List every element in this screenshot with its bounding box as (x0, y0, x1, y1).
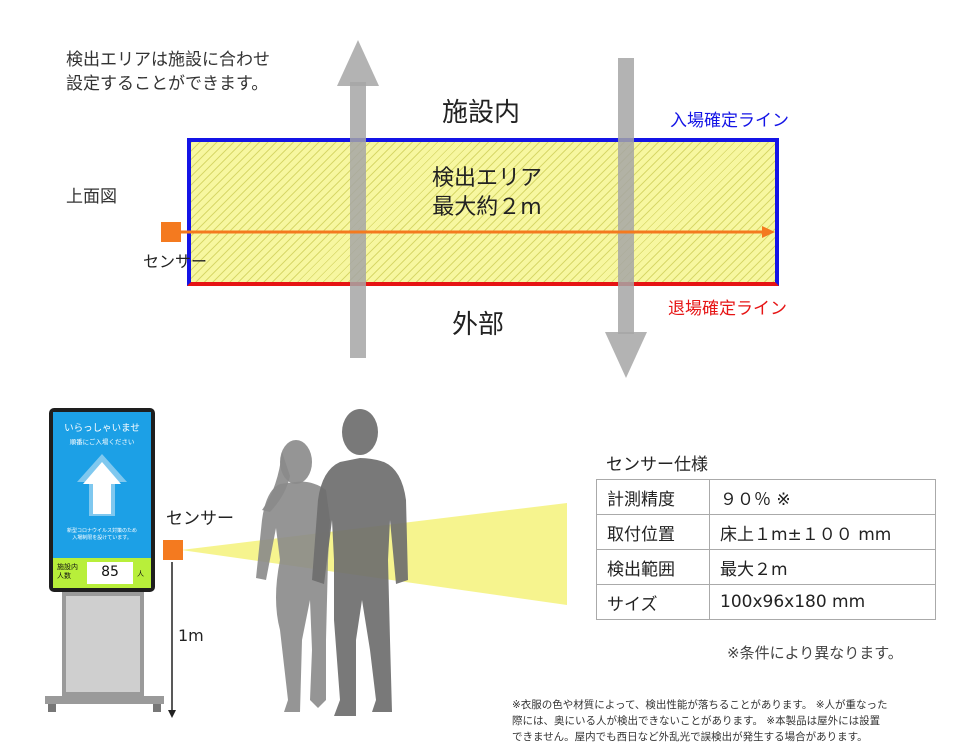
signage-stand (62, 592, 144, 696)
signage-screen: いらっしゃいませ 順番にご入場ください 新型コロナウイルス対策のため 入場制限を… (53, 412, 151, 588)
detection-area-title-line: 検出エリア (431, 166, 542, 191)
signage-display: いらっしゃいませ 順番にご入場ください 新型コロナウイルス対策のため 入場制限を… (49, 408, 155, 592)
area-setting-note: 検出エリアは施設に合わせ 設定することができます。 (66, 48, 270, 96)
signage-notice-line: 入場制限を設けています。 (72, 535, 132, 541)
signage-welcome-text: いらっしゃいませ (64, 423, 140, 434)
spec-value: 床上１m±１００ mm (709, 514, 936, 550)
counter-label-line: 施設内 (57, 563, 78, 571)
area-setting-note-line: 設定することができます。 (66, 74, 269, 94)
sensor-label: センサー (143, 252, 208, 271)
count-unit: 人 (137, 570, 144, 578)
height-indicator (168, 562, 176, 718)
disclaimer: ※衣服の色や材質によって、検出性能が落ちることがあります。 ※人が重なった 際に… (512, 697, 960, 745)
spec-key: 計測精度 (596, 479, 710, 515)
detection-area (187, 138, 779, 286)
signage-guide-text: 順番にご入場ください (69, 438, 135, 446)
inside-facility-label: 施設内 (442, 98, 521, 128)
spec-key: 取付位置 (596, 514, 710, 550)
caster-icon (153, 704, 161, 712)
signage-base (45, 696, 164, 704)
up-arrow-icon (77, 454, 127, 516)
spec-value: 100x96x180 mm (709, 584, 936, 620)
caster-icon (48, 704, 56, 712)
sensor-icon (161, 222, 181, 242)
table-row: サイズ 100x96x180 mm (596, 584, 936, 620)
sensor-beam-arrow (181, 226, 775, 238)
enter-line-label: 入場確定ライン (670, 111, 789, 131)
spec-value: 最大２m (709, 549, 936, 585)
table-row: 取付位置 床上１m±１００ mm (596, 514, 936, 550)
signage-counter-bar: 施設内 人数 85 人 (53, 558, 151, 588)
person-silhouette-man (312, 409, 408, 716)
top-view-label: 上面図 (66, 187, 117, 207)
table-row: 計測精度 ９０％ ※ (596, 479, 936, 515)
counter-box (87, 562, 133, 584)
spec-footnote: ※条件により異なります。 (727, 644, 903, 662)
spec-key: サイズ (596, 584, 710, 620)
spec-value: ９０％ ※ (709, 479, 936, 515)
table-row: 検出範囲 最大２m (596, 549, 936, 585)
mount-height-label: 1m (178, 626, 204, 645)
spec-table: 計測精度 ９０％ ※ 取付位置 床上１m±１００ mm 検出範囲 最大２m サイ… (596, 479, 936, 620)
exit-line-label: 退場確定ライン (668, 299, 787, 319)
counter-label-line: 人数 (57, 572, 71, 580)
spec-key: 検出範囲 (596, 549, 710, 585)
down-arrow-icon (605, 58, 647, 378)
outside-label: 外部 (452, 310, 505, 340)
signage-notice-line: 新型コロナウイルス対策のため (66, 528, 137, 534)
disclaimer-line: ※衣服の色や材質によって、検出性能が落ちることがあります。 ※人が重なった (512, 699, 888, 711)
up-arrow-icon (337, 40, 379, 358)
detection-area-title: 検出エリア 最大約２m (412, 164, 562, 222)
detection-area-range-line: 最大約２m (432, 195, 542, 220)
spec-title: センサー仕様 (606, 455, 708, 475)
counter-label: 施設内 人数 (57, 563, 78, 581)
sensor-icon (163, 540, 183, 560)
occupancy-count: 85 (101, 564, 119, 580)
disclaimer-line: できません。屋内でも西日など外乱光で誤検出が発生する場合があります。 (512, 731, 868, 743)
signage-notice: 新型コロナウイルス対策のため 入場制限を設けています。 (53, 528, 151, 542)
disclaimer-line: 際には、奥にいる人が検出できないことがあります。 ※本製品は屋外には設置 (512, 715, 881, 727)
person-silhouette-woman (256, 440, 330, 712)
area-setting-note-line: 検出エリアは施設に合わせ (66, 50, 270, 70)
sensor-label: センサー (166, 509, 234, 529)
